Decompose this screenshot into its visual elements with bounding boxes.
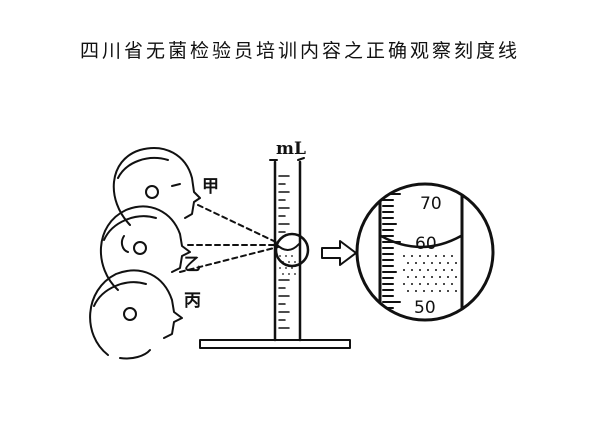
cylinder-meniscus (275, 243, 300, 251)
observer-label-middle: 乙 (184, 255, 201, 275)
page-title: 四川省无菌检验员培训内容之正确观察刻度线 (79, 40, 520, 62)
sight-line-bottom (179, 246, 279, 273)
magnifier-circle (274, 232, 310, 268)
observer-head-top (112, 147, 201, 226)
magnify-arrow (321, 240, 357, 266)
cylinder-unit-label: mL (276, 139, 306, 159)
magnified-liquid (403, 255, 457, 292)
sight-lines (179, 204, 279, 273)
graduated-cylinder (199, 157, 351, 349)
scale-label-70: 70 (420, 194, 442, 214)
scale-label-60: 60 (415, 234, 437, 254)
observer-label-bottom: 丙 (184, 291, 201, 311)
magnified-meniscus (379, 234, 463, 249)
observer-label-top: 甲 (202, 177, 219, 197)
sight-line-top (197, 204, 279, 244)
observer-head-bottom (89, 269, 183, 360)
observer-head-middle (99, 205, 191, 291)
scale-label-50: 50 (414, 298, 436, 318)
cylinder-ticks (278, 175, 290, 329)
